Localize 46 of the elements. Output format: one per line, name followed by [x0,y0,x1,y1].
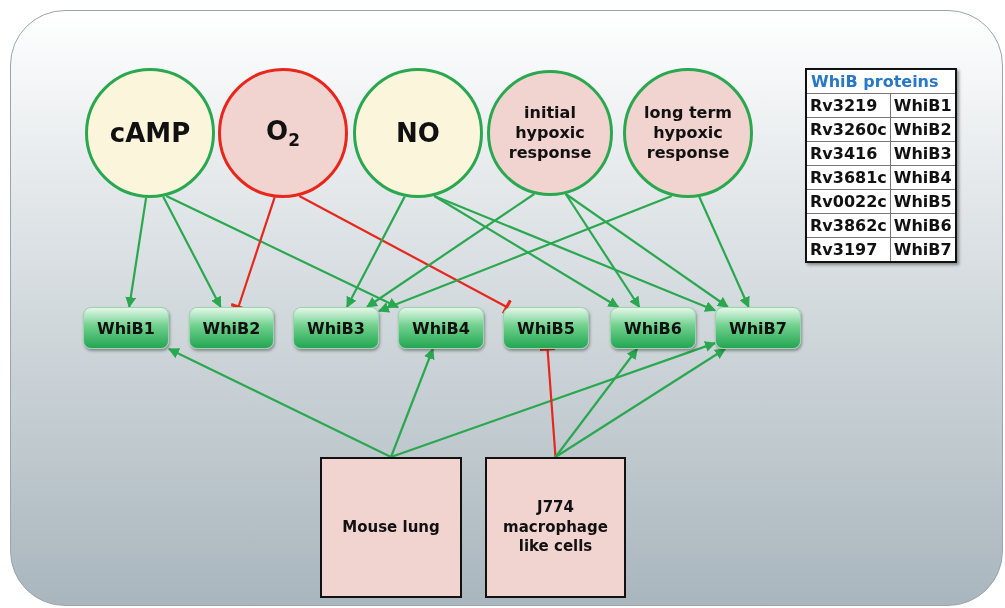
gene-box [610,307,696,349]
gene-box [293,307,379,349]
arrow [433,195,620,308]
gene-label: WhiB2 [202,318,261,338]
factor-label: O$_{2}$ [265,114,301,152]
arrow [698,196,750,308]
factor-label: initial hypoxic response [507,103,593,163]
gene-label: WhiB6 [624,318,682,338]
condition-box [320,457,462,598]
arrow [433,194,716,312]
table-cell: Rv3219 [806,93,891,118]
table-cell: Rv3681c [806,165,891,190]
table-cell: Rv3416 [806,141,891,166]
factor-label: cAMP [108,116,192,150]
arrow [366,193,535,308]
gene-label: WhiB3 [307,318,365,338]
arrow [162,196,222,308]
table-cell: Rv3862c [806,213,891,238]
gene-box [189,307,274,349]
gene-label: WhiB4 [412,318,470,338]
gene-label: WhiB1 [97,318,155,338]
arrow [564,193,641,308]
arrow [554,348,726,458]
arrow [346,196,406,308]
factor-label: NO [395,116,441,150]
condition-box [485,457,626,598]
factor-label: long term hypoxic response [643,103,733,163]
table-cell: Rv0022c [806,189,891,214]
arrow [125,197,148,309]
arrow [389,347,435,458]
arrow [565,193,729,308]
gene-box [503,307,589,349]
gene-box [83,307,169,349]
arrow [554,348,638,458]
inhibition-line [298,194,512,315]
arrow [165,194,399,309]
gene-box [398,307,484,349]
gene-label: WhiB5 [517,318,575,338]
arrow [390,341,717,459]
arrow [168,347,392,458]
arrow [378,194,673,313]
gene-box [715,307,801,349]
gene-label: WhiB7 [729,318,787,338]
condition-label: Mouse lung [341,517,441,538]
condition-label: J774 macrophage like cells [502,498,609,557]
table-cell: Rv3260c [806,117,891,142]
